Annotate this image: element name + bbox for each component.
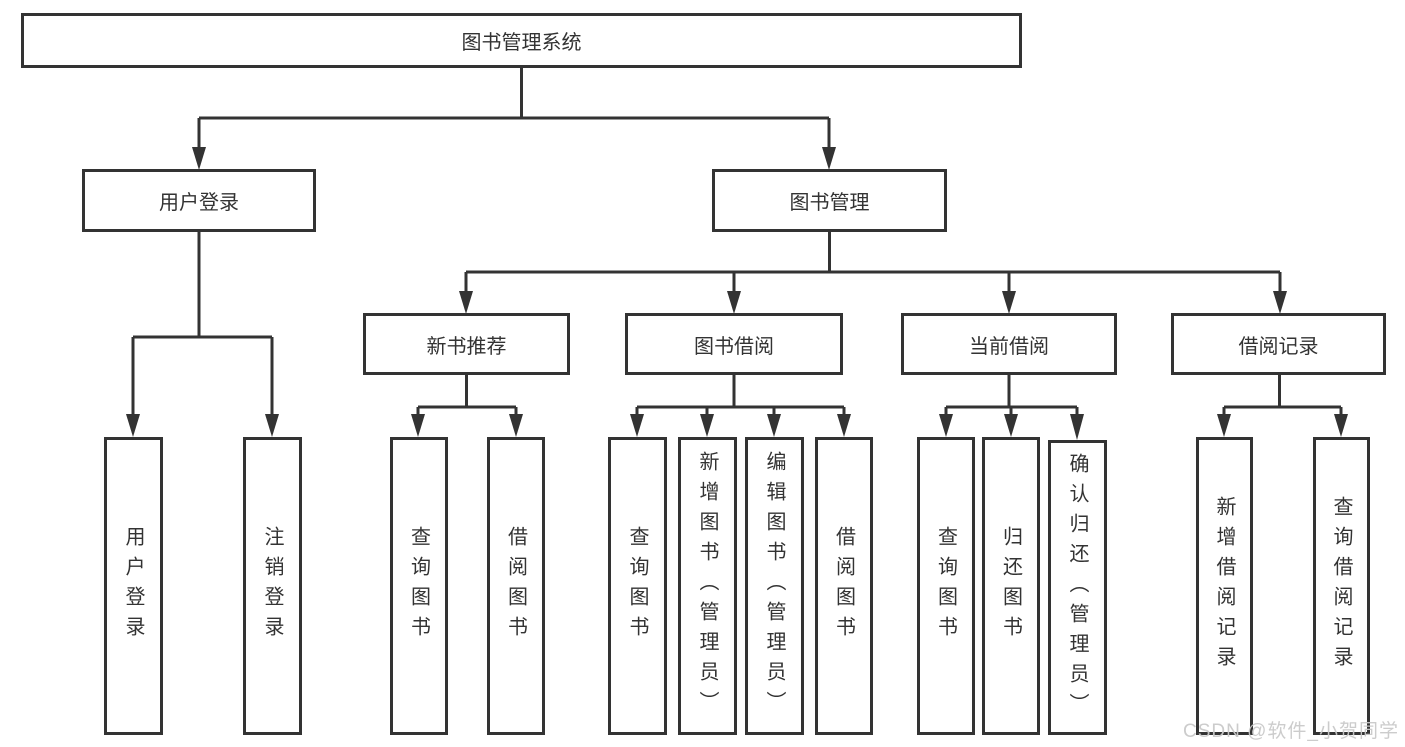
node-label: 当前借阅 [969,335,1049,358]
leaf-borrow-books-1: 借阅图书 [487,437,545,735]
leaf-add-books-admin: 新增图书（管理员） [678,437,737,735]
leaf-label: 注销登录 [261,526,283,646]
connector-userlogin-to-leaves [131,231,274,417]
leaf-label: 归还图书 [999,526,1022,646]
leaf-confirm-return-admin: 确认归还（管理员） [1048,440,1107,735]
leaf-query-books-1: 查询图书 [390,437,448,735]
leaf-user-login: 用户登录 [104,437,163,735]
leaf-label: 查询借阅记录 [1330,496,1352,676]
node-root-label: 图书管理系统 [461,32,582,54]
connector-current-to-leaves [944,374,1079,417]
leaf-return-books: 归还图书 [982,437,1040,735]
leaf-add-borrow-record: 新增借阅记录 [1196,437,1253,735]
leaf-label: 借阅图书 [832,526,855,646]
leaf-label: 查询图书 [934,526,957,646]
connector-records-to-leaves [1222,374,1343,417]
leaf-label: 查询图书 [626,526,648,646]
node-label: 借阅记录 [1238,335,1319,358]
leaf-logout: 注销登录 [243,437,302,735]
leaf-label: 借阅图书 [504,526,527,646]
leaf-label: 新增图书（管理员） [696,451,718,721]
connector-borrow-to-leaves [635,374,846,417]
connector-root-to-level1 [197,67,831,150]
leaf-edit-books-admin: 编辑图书（管理员） [745,437,804,735]
node-root: 图书管理系统 [21,13,1022,68]
arrowheads [126,147,1348,440]
leaf-query-books-3: 查询图书 [917,437,975,735]
leaf-label: 用户登录 [122,526,144,646]
node-borrow-records: 借阅记录 [1171,313,1386,375]
leaf-label: 确认归还（管理员） [1066,452,1088,723]
node-current-borrow: 当前借阅 [901,313,1117,375]
node-label: 新书推荐 [426,335,507,358]
connector-bookmgmt-to-level2 [464,231,1282,294]
node-label: 用户登录 [159,192,239,214]
leaf-query-borrow-record: 查询借阅记录 [1313,437,1370,735]
connector-newbooks-to-leaves [416,374,518,417]
leaf-label: 编辑图书（管理员） [763,451,785,721]
node-book-borrow: 图书借阅 [625,313,843,375]
node-new-book-recommend: 新书推荐 [363,313,570,375]
node-label: 图书管理 [789,192,870,214]
leaf-label: 查询图书 [407,526,430,646]
leaf-borrow-books-2: 借阅图书 [815,437,873,735]
node-book-management: 图书管理 [712,169,947,232]
csdn-watermark: CSDN @软件_小贺同学 [1183,721,1399,742]
leaf-label: 新增借阅记录 [1213,496,1235,676]
node-user-login: 用户登录 [82,169,316,232]
node-label: 图书借阅 [694,335,774,358]
leaf-query-books-2: 查询图书 [608,437,667,735]
